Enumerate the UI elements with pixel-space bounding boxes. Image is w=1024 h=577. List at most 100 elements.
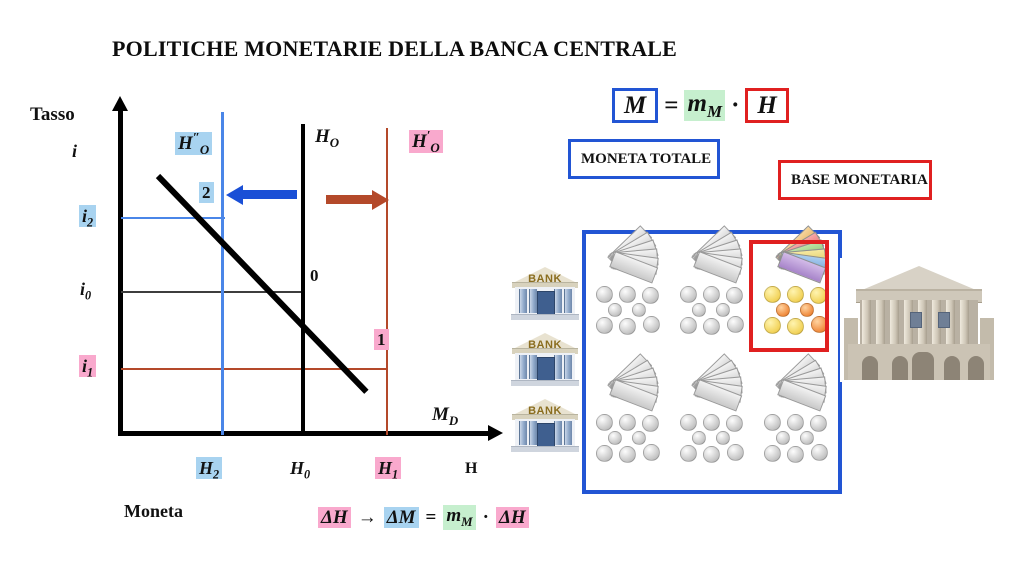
money-groups-grid	[586, 225, 838, 490]
y-tick-i1-sub: 1	[87, 365, 94, 380]
equilibrium-point-0: 0	[310, 266, 319, 285]
x-tick-h0-base: H	[290, 458, 305, 478]
building-lower-level	[848, 344, 990, 380]
bank-column-icon	[529, 421, 537, 445]
rightward-shift-arrow-head-icon	[372, 190, 389, 210]
y-tick-i2-sub: 2	[87, 215, 94, 230]
x-axis-symbol: H	[465, 460, 478, 477]
supply-label-h2-sup: ″	[192, 130, 200, 145]
supply-label-h2: H″O	[175, 130, 213, 158]
supply-label-h1-sup: ′	[426, 128, 431, 143]
dot-operator: ·	[482, 506, 489, 528]
banknote-fan-icon	[680, 353, 746, 412]
equilibrium-point-1-label: 1	[374, 329, 389, 350]
multiplier-sub: M	[461, 513, 473, 529]
banknote-fan-icon	[764, 353, 830, 412]
supply-label-h1: H′O	[409, 128, 443, 156]
supply-label-h0: HO	[315, 127, 339, 150]
bank-door-icon	[537, 423, 555, 447]
bank-cornice-icon	[512, 348, 578, 354]
x-tick-h2-base: H	[199, 458, 214, 478]
x-axis-arrow-icon	[488, 425, 503, 441]
leftward-shift-arrow-head-icon	[226, 185, 243, 205]
coins-icon	[678, 414, 752, 463]
bank-roof-icon	[513, 399, 577, 415]
x-tick-h0: H0	[290, 459, 310, 481]
y-tick-i1: i1	[79, 355, 97, 380]
y-axis-title: Tasso	[30, 104, 75, 125]
equilibrium-point-2: 2	[199, 182, 214, 203]
bank-icon-label: BANK	[528, 405, 562, 417]
bank-icon: BANK	[510, 331, 580, 387]
coins-icon	[762, 286, 836, 335]
demand-curve-label: MD	[432, 405, 458, 428]
bank-door-icon	[537, 357, 555, 381]
x-tick-h2-sub: 2	[213, 467, 220, 482]
bank-column-icon	[554, 355, 562, 379]
x-tick-h2: H2	[196, 457, 223, 482]
multiplier-symbol: mM	[443, 505, 476, 530]
bank-column-icon	[564, 421, 572, 445]
supply-label-h0-sub: O	[329, 134, 340, 150]
implies-arrow-icon: →	[357, 506, 377, 528]
bank-base-icon	[511, 380, 579, 386]
banknote-fan-icon	[764, 225, 830, 284]
bank-column-icon	[564, 289, 572, 313]
x-tick-h1-sub: 1	[392, 467, 399, 482]
money-group	[586, 225, 670, 362]
bank-column-icon	[564, 355, 572, 379]
formula-multiplier-symbol: mM	[684, 90, 726, 121]
supply-label-h2-sub: O	[199, 142, 210, 158]
bank-roof-icon	[513, 267, 577, 283]
building-pediment-icon	[862, 266, 976, 290]
money-group	[670, 353, 754, 490]
bank-cornice-icon	[512, 282, 578, 288]
coins-icon	[678, 286, 752, 335]
rate-line-i1	[121, 368, 388, 370]
coins-icon	[594, 286, 668, 335]
x-tick-h0-sub: 0	[304, 467, 311, 482]
delta-equation: ΔH → ΔM = mM · ΔH	[318, 505, 529, 530]
bank-icon-label: BANK	[528, 339, 562, 351]
delta-h-right: ΔH	[495, 506, 529, 528]
formula-dot-operator: ·	[731, 92, 740, 119]
y-tick-i0: i0	[80, 280, 91, 302]
x-tick-h1: H1	[375, 457, 402, 482]
y-axis-symbol: i	[72, 141, 78, 161]
base-monetaria-box: BASE MONETARIA	[778, 160, 932, 200]
rate-line-i2	[121, 217, 225, 219]
x-axis	[118, 431, 493, 436]
central-bank-building-image	[840, 258, 998, 382]
bank-icon: BANK	[510, 397, 580, 453]
multiplier-base: m	[446, 505, 462, 526]
supply-line-h0	[301, 124, 305, 435]
money-group	[670, 225, 754, 362]
coins-icon	[762, 414, 836, 463]
y-axis	[118, 108, 123, 435]
y-tick-i0-sub: 0	[85, 288, 92, 303]
supply-label-h2-base: H	[178, 133, 193, 155]
money-multiplier-formula: M = mM · H	[612, 88, 789, 123]
banknote-fan-icon	[596, 353, 662, 412]
commercial-banks-column: BANK BANK BANK	[510, 265, 584, 463]
supply-label-h0-base: H	[315, 126, 330, 147]
supply-label-h1-sub: O	[430, 140, 440, 156]
formula-equals-sign: =	[664, 92, 679, 119]
formula-multiplier-base: m	[687, 90, 707, 117]
bank-cornice-icon	[512, 414, 578, 420]
money-demand-curve	[155, 173, 369, 394]
equilibrium-point-2-label: 2	[199, 182, 214, 203]
leftward-shift-arrow	[240, 190, 297, 199]
supply-line-h1	[386, 128, 388, 435]
moneta-totale-box: MONETA TOTALE	[568, 139, 720, 179]
y-tick-i1-base: i	[82, 356, 88, 376]
bank-icon-label: BANK	[528, 273, 562, 285]
money-group-highlighted	[754, 225, 838, 362]
bank-column-icon	[529, 355, 537, 379]
bank-column-icon	[519, 421, 527, 445]
money-group	[586, 353, 670, 490]
total-money-illustration-box	[582, 225, 842, 494]
x-tick-h1-base: H	[378, 458, 393, 478]
delta-m: ΔM	[383, 506, 419, 528]
demand-curve-label-base: M	[432, 404, 449, 425]
